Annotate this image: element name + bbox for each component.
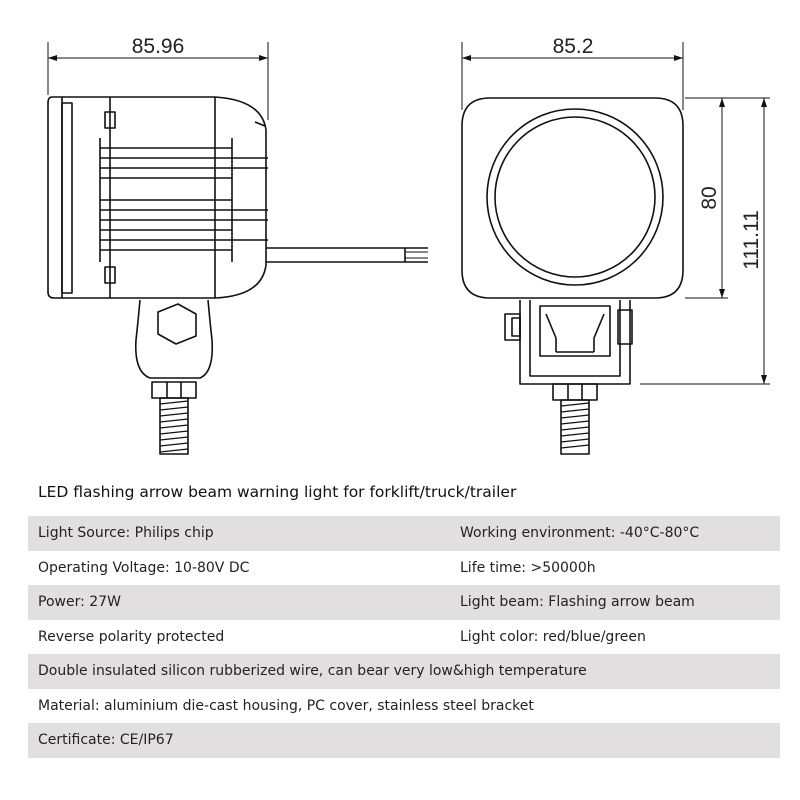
spec-table: Light Source: Philips chip Working enviro… bbox=[28, 516, 780, 758]
spec-left-cell: Light Source: Philips chip bbox=[38, 525, 214, 542]
front-height-total-label: 111.11 bbox=[740, 210, 763, 270]
spec-row: Reverse polarity protected Light color: r… bbox=[28, 620, 780, 655]
spec-left-cell: Reverse polarity protected bbox=[38, 628, 225, 645]
spec-right-cell: Light beam: Flashing arrow beam bbox=[460, 594, 695, 611]
spec-right-cell: Light color: red/blue/green bbox=[460, 628, 646, 645]
technical-drawing: 85.96 85.2 80 111.11 bbox=[47, 35, 770, 455]
spec-right-cell: Working environment: -40°C-80°C bbox=[460, 525, 700, 542]
front-height-inner-label: 80 bbox=[698, 186, 721, 209]
spec-left-cell: Operating Voltage: 10-80V DC bbox=[38, 559, 250, 576]
spec-row: Material: aluminium die-cast housing, PC… bbox=[28, 689, 780, 724]
spec-row: Operating Voltage: 10-80V DC Life time: >… bbox=[28, 551, 780, 586]
front-view bbox=[461, 42, 770, 455]
spec-left-cell: Certificate: CE/IP67 bbox=[38, 732, 174, 749]
spec-row: Power: 27W Light beam: Flashing arrow bea… bbox=[28, 585, 780, 620]
spec-left-cell: Material: aluminium die-cast housing, PC… bbox=[38, 697, 534, 714]
spec-right-cell: Life time: >50000h bbox=[460, 559, 596, 576]
spec-row: Double insulated silicon rubberized wire… bbox=[28, 654, 780, 689]
spec-left-cell: Power: 27W bbox=[38, 594, 121, 611]
side-width-label: 85.96 bbox=[132, 35, 185, 58]
spec-row: Light Source: Philips chip Working enviro… bbox=[28, 516, 780, 551]
spec-row: Certificate: CE/IP67 bbox=[28, 723, 780, 758]
side-view bbox=[47, 42, 428, 455]
front-width-label: 85.2 bbox=[553, 35, 594, 58]
product-title: LED flashing arrow beam warning light fo… bbox=[38, 483, 517, 501]
spec-left-cell: Double insulated silicon rubberized wire… bbox=[38, 663, 587, 680]
